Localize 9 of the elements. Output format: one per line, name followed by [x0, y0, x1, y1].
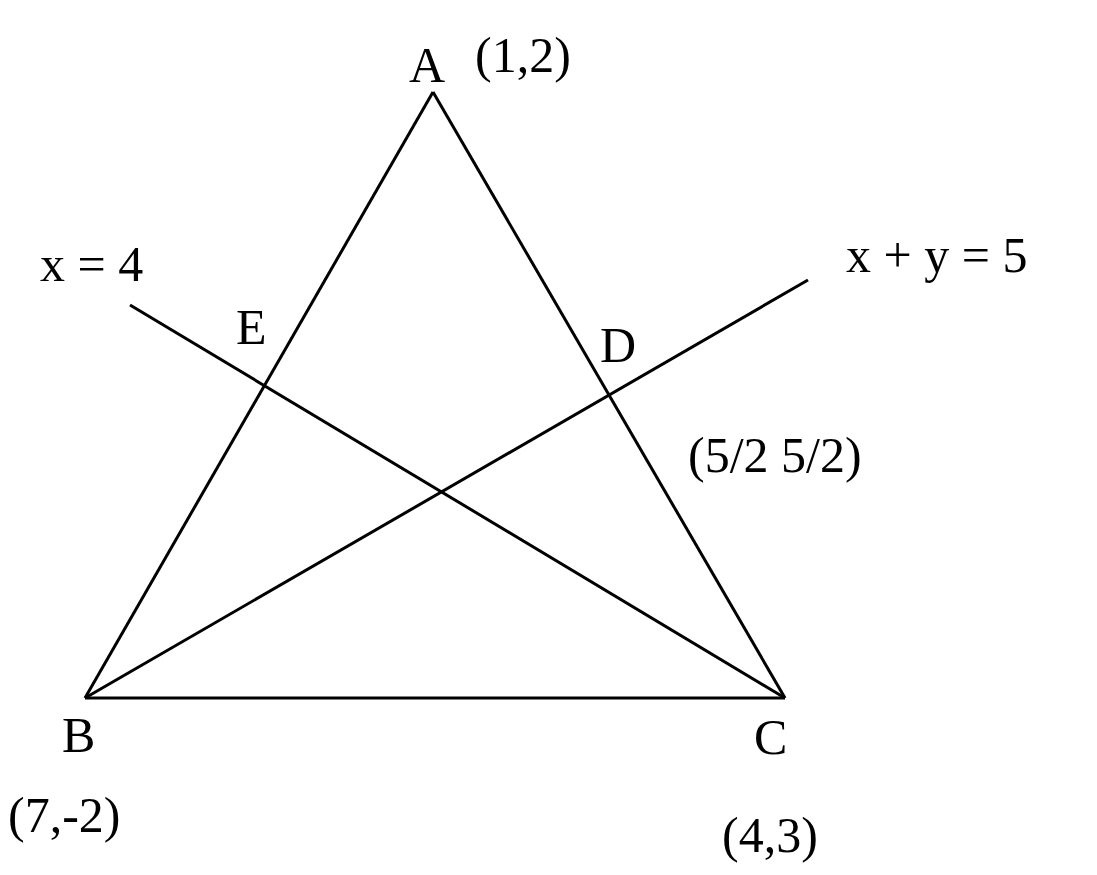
line-segment	[85, 696, 785, 700]
point-label: C	[754, 712, 788, 762]
point-label: A	[409, 40, 446, 90]
line-equation: x = 4	[40, 239, 144, 289]
line-segment	[431, 91, 787, 699]
line-segment	[83, 91, 435, 699]
point-label: B	[62, 710, 96, 760]
point-label: E	[236, 302, 267, 352]
point-label: D	[600, 320, 637, 370]
